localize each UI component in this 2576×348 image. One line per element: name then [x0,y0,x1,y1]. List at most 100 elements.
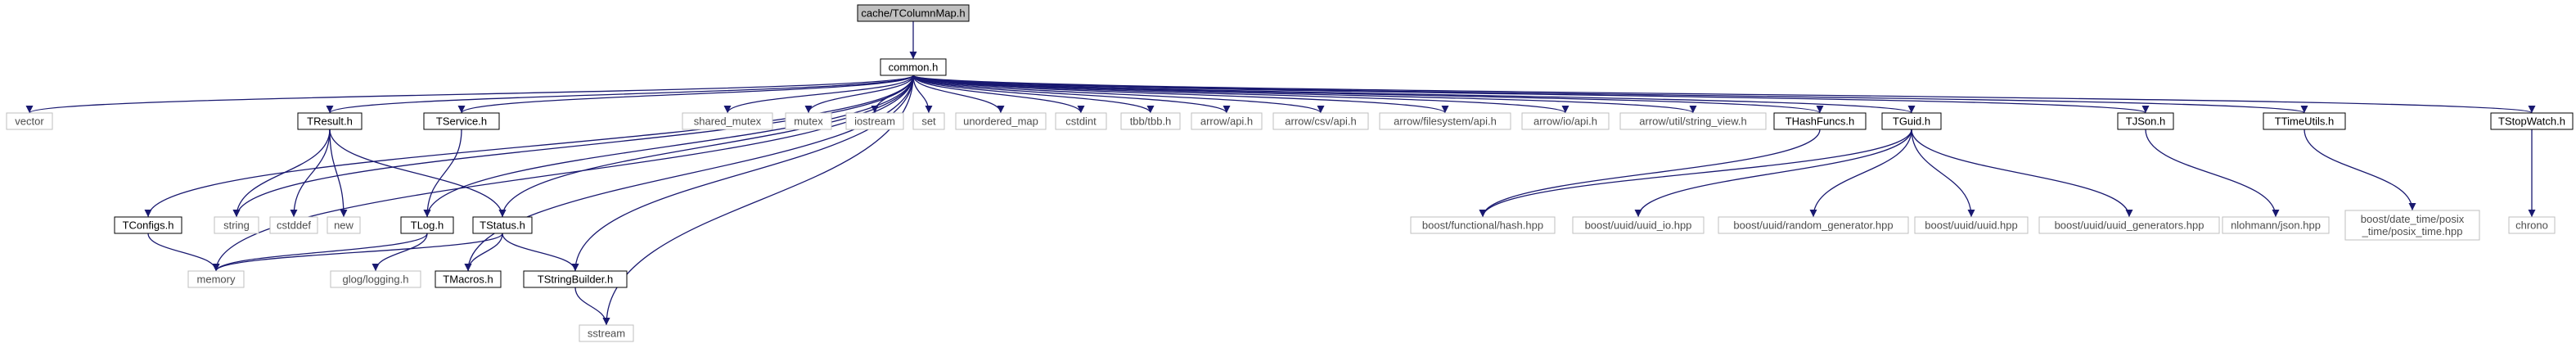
node-box [912,112,945,130]
node-label: unordered_map [963,115,1038,128]
node-ttimeutils[interactable]: TTimeUtils.h [2263,112,2346,130]
node-memory[interactable]: memory [187,270,245,288]
node-arrow-api[interactable]: arrow/api.h [1191,112,1263,130]
node-tmacros[interactable]: TMacros.h [435,270,502,288]
node-cstddef[interactable]: cstddef [269,216,318,234]
node-common[interactable]: common.h [880,58,947,76]
node-string[interactable]: string [214,216,259,234]
node-tservice[interactable]: TService.h [423,112,500,130]
node-boost-uuid-io[interactable]: boost/uuid/uuid_io.hpp [1572,216,1705,234]
node-label: boost/date_time/posix [2361,213,2465,225]
node-label: TStopWatch.h [2498,115,2565,128]
node-boost-uuidgen[interactable]: boost/uuid/uuid_generators.hpp [2038,216,2220,234]
node-mutex[interactable]: mutex [785,112,832,130]
node-label: common.h [889,61,939,74]
node-label: shared_mutex [694,115,762,128]
edge-common-to-tbb [912,75,1155,114]
node-box [1718,216,1909,234]
node-box [785,112,832,130]
node-label: boost/uuid/uuid_generators.hpp [2055,219,2204,232]
edge-common-to-vector [25,75,914,114]
edge-common-to-tstatus [498,75,914,218]
edge-common-to-tstringbuilder [571,75,914,272]
edge-common-to-memory [212,75,914,272]
node-cstdint[interactable]: cstdint [1055,112,1107,130]
node-label: arrow/csv/api.h [1285,115,1356,128]
node-label: boost/uuid/uuid_io.hpp [1585,219,1692,232]
node-boost-hash[interactable]: boost/functional/hash.hpp [1410,216,1556,234]
node-box [2263,112,2346,130]
node-label: glog/logging.h [343,273,409,286]
node-root: cache/TColumnMap.h [857,4,970,22]
node-chrono[interactable]: chrono [2508,216,2556,234]
node-box [1773,112,1867,130]
node-label: boost/uuid/uuid.hpp [1925,219,2017,232]
node-box [2222,216,2330,234]
node-box [2508,216,2556,234]
node-tstatus[interactable]: TStatus.h [472,216,533,234]
node-box [1191,112,1263,130]
edge-tlog-to-memory [212,233,428,272]
node-tstopwatch[interactable]: TStopWatch.h [2490,112,2574,130]
node-unordered-map[interactable]: unordered_map [955,112,1047,130]
edge-tstatus-to-tstringbuilder [502,233,579,272]
edge-common-to-tjson [912,75,2149,114]
node-nlohmann[interactable]: nlohmann/json.hpp [2222,216,2330,234]
edge-tstatus-to-tmacros [464,233,503,272]
node-tstringbuilder[interactable]: TStringBuilder.h [523,270,628,288]
edge-common-to-tstopwatch [912,75,2535,114]
node-box [1055,112,1107,130]
edge-common-to-shared_mutex [723,75,914,114]
node-iostream[interactable]: iostream [845,112,904,130]
edge-common-to-tlog [423,75,914,218]
node-arrow-csv[interactable]: arrow/csv/api.h [1272,112,1369,130]
node-glog[interactable]: glog/logging.h [330,270,421,288]
node-arrow-fs[interactable]: arrow/filesystem/api.h [1379,112,1511,130]
node-tbb[interactable]: tbb/tbb.h [1120,112,1181,130]
node-box [523,270,628,288]
edge-common-to-tguid [912,75,1916,114]
node-box [1572,216,1705,234]
node-label: cstdint [1065,115,1097,128]
node-label: iostream [854,115,895,128]
node-box [845,112,904,130]
node-box [330,270,421,288]
node-set[interactable]: set [912,112,945,130]
node-label: memory [197,273,236,286]
edge-thashfuncs-to-boost_hash [1479,129,1821,218]
edge-common-to-cstdint [912,75,1085,114]
node-label: new [334,219,354,232]
node-tguid[interactable]: TGuid.h [1881,112,1942,130]
node-label: TGuid.h [1893,115,1930,128]
node-box [214,216,259,234]
node-boost-uuid[interactable]: boost/uuid/uuid.hpp [1914,216,2029,234]
node-tconfigs[interactable]: TConfigs.h [114,216,182,234]
node-box [2344,210,2480,241]
edge-common-to-tservice [457,75,914,114]
node-arrow-sv[interactable]: arrow/util/string_view.h [1619,112,1767,130]
node-label: mutex [794,115,823,128]
node-box [1914,216,2029,234]
edge-common-to-arrow_csv [912,75,1325,114]
edge-tresult-to-tstatus [329,129,507,218]
node-label: boost/functional/hash.hpp [1422,219,1543,232]
node-thashfuncs[interactable]: THashFuncs.h [1773,112,1867,130]
node-shared-mutex[interactable]: shared_mutex [682,112,773,130]
node-box [880,58,947,76]
node-vector[interactable]: vector [6,112,53,130]
node-label: vector [15,115,44,128]
node-box [955,112,1047,130]
node-label: THashFuncs.h [1786,115,1855,128]
node-new[interactable]: new [327,216,361,234]
node-tresult[interactable]: TResult.h [297,112,363,130]
node-tjson[interactable]: TJSon.h [2117,112,2174,130]
edge-tconfigs-to-memory [147,233,220,272]
node-boost-randgen[interactable]: boost/uuid/random_generator.hpp [1718,216,1909,234]
node-tlog[interactable]: TLog.h [400,216,454,234]
node-box [472,216,533,234]
node-box [2117,112,2174,130]
node-sstream[interactable]: sstream [579,324,634,342]
edge-common-to-mutex [804,75,914,114]
node-arrow-io[interactable]: arrow/io/api.h [1521,112,1610,130]
node-boost-posix[interactable]: boost/date_time/posix_time/posix_time.hp… [2344,210,2480,241]
